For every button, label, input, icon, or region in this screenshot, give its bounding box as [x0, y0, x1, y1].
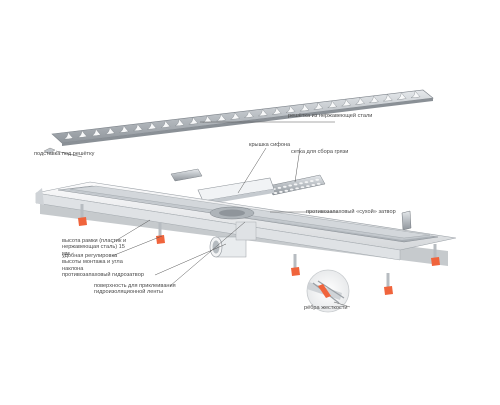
grate-slot — [244, 110, 254, 118]
grate-slot — [397, 91, 407, 100]
siphon-cover — [197, 177, 275, 205]
label-height-adjust: удобная регулировка высоты монтажа и угл… — [62, 253, 123, 272]
mesh-hole — [310, 179, 314, 182]
mesh-hole — [304, 181, 309, 184]
grate-slot — [383, 93, 393, 102]
foot-stem — [433, 244, 437, 258]
grate-slot — [299, 103, 310, 112]
grate-slot — [327, 100, 338, 108]
mesh-hole — [289, 188, 294, 191]
foot-stem — [80, 204, 84, 218]
grate-slot — [369, 95, 379, 103]
support-clip — [401, 210, 412, 231]
label-grate-support: подставка под решётку — [34, 151, 95, 157]
grate-slot — [133, 123, 143, 132]
mesh-hole — [277, 186, 282, 189]
grate-slot — [272, 106, 282, 115]
label-odor-seal: противозапаховый гидрозатвор — [62, 272, 144, 278]
foot-stem — [293, 254, 297, 268]
mesh-hole — [315, 178, 320, 181]
mesh-hole — [299, 182, 303, 185]
label-rim-height: высота рамки (пластик и нержавеющая стал… — [62, 238, 127, 257]
label-grate: решётка из нержавеющей стали — [288, 113, 373, 119]
label-dry-trap: противозапаховый «сухой» затвор — [306, 209, 396, 215]
mesh-hole — [293, 183, 298, 186]
grate-slot — [174, 118, 185, 127]
grate-slot — [341, 98, 352, 107]
grate-slot — [188, 116, 199, 125]
grate-slot — [105, 126, 115, 135]
mesh-hole — [273, 192, 278, 194]
grate-slot — [202, 115, 213, 123]
mesh-hole — [311, 183, 316, 186]
mesh-hole — [306, 185, 310, 188]
grate-slot — [63, 131, 74, 140]
grate-slot — [161, 119, 171, 128]
dirt-mesh — [267, 174, 326, 196]
foot-pad — [384, 286, 393, 295]
foot-stem — [386, 273, 390, 287]
grate-slot — [119, 124, 129, 133]
grate-slot — [230, 111, 240, 120]
mesh-hole — [316, 182, 321, 185]
foot-pad — [431, 257, 440, 266]
grate-support — [43, 147, 56, 155]
small-mesh — [170, 168, 203, 182]
label-dirt-mesh: сетка для сбора грязи — [291, 149, 349, 155]
foot-pad — [78, 217, 87, 226]
drain-channel — [35, 181, 457, 266]
foot-stem — [158, 222, 162, 236]
leader-lines — [55, 121, 351, 308]
mesh-hole — [284, 189, 289, 192]
grate-slot — [258, 108, 268, 117]
mesh-hole — [300, 186, 305, 189]
grate — [51, 89, 434, 146]
foot-pad — [291, 267, 300, 276]
mesh-hole — [279, 190, 283, 193]
mesh-hole — [295, 187, 299, 190]
grate-slot — [216, 113, 227, 122]
label-stiff-ribs: рёбра жесткости — [304, 305, 348, 311]
mesh-hole — [283, 185, 287, 188]
grate-slot — [91, 128, 102, 137]
mesh-hole — [288, 184, 293, 187]
grate-slot — [410, 90, 421, 99]
grate-slot — [313, 101, 324, 110]
label-siphon-cover: крышка сифона — [249, 142, 291, 148]
detail-callout — [306, 269, 350, 313]
grate-slot — [286, 105, 296, 113]
label-waterproof-surface: поверхность для приклеивания гидроизоляц… — [94, 283, 176, 296]
grate-slot — [355, 96, 365, 105]
grate-slot — [147, 121, 157, 130]
grate-slot — [77, 129, 88, 138]
